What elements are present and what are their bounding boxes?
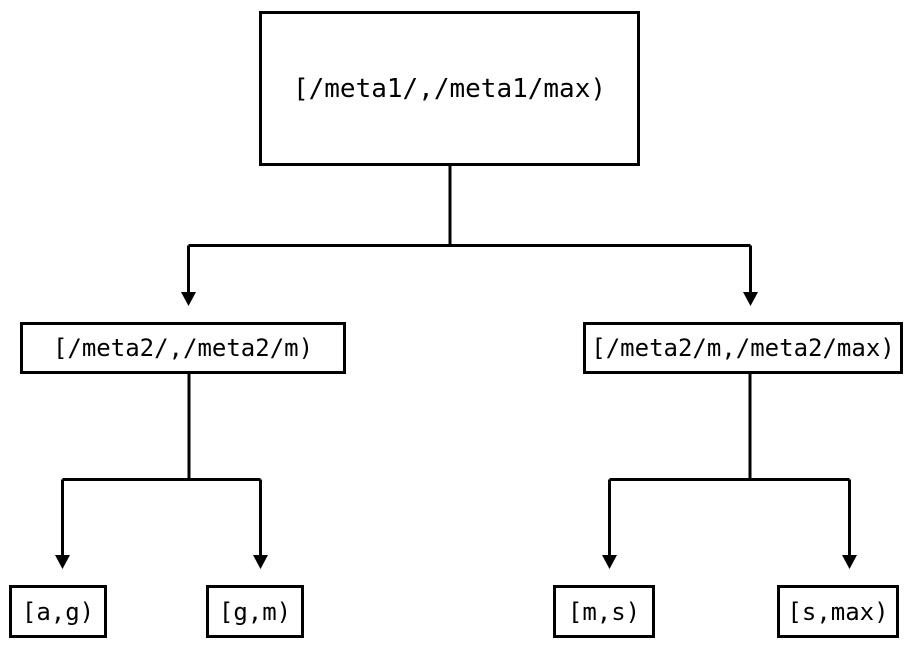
- tree-node-leaf-ag[interactable]: [a,g): [9, 585, 107, 638]
- arrowhead-icon-mid-left: [181, 292, 196, 306]
- tree-node-leaf-ms-label: [m,s): [567, 597, 641, 626]
- tree-node-root-label: [/meta1/,/meta1/max): [292, 73, 607, 104]
- tree-node-leaf-smax[interactable]: [s,max): [777, 585, 899, 638]
- tree-node-mid-left[interactable]: [/meta2/,/meta2/m): [20, 322, 346, 374]
- tree-node-mid-left-label: [/meta2/,/meta2/m): [52, 334, 314, 362]
- arrowhead-icon-leaf-gm: [253, 555, 268, 569]
- connector-mid-left-level: [55, 374, 268, 569]
- tree-node-mid-right[interactable]: [/meta2/m,/meta2/max): [583, 322, 903, 374]
- tree-node-leaf-smax-label: [s,max): [787, 597, 889, 626]
- tree-node-leaf-gm-label: [g,m): [218, 597, 292, 626]
- connector-root-level: [181, 166, 758, 306]
- tree-node-leaf-gm[interactable]: [g,m): [206, 585, 304, 638]
- arrowhead-icon-mid-right: [743, 292, 758, 306]
- connector-mid-right-level: [602, 374, 857, 569]
- arrowhead-icon-leaf-ms: [602, 555, 617, 569]
- tree-node-leaf-ag-label: [a,g): [21, 597, 95, 626]
- tree-node-root[interactable]: [/meta1/,/meta1/max): [259, 11, 640, 166]
- arrowhead-icon-leaf-ag: [55, 555, 70, 569]
- tree-node-mid-right-label: [/meta2/m,/meta2/max): [591, 334, 895, 362]
- tree-node-leaf-ms[interactable]: [m,s): [553, 585, 655, 638]
- arrowhead-icon-leaf-smax: [842, 555, 857, 569]
